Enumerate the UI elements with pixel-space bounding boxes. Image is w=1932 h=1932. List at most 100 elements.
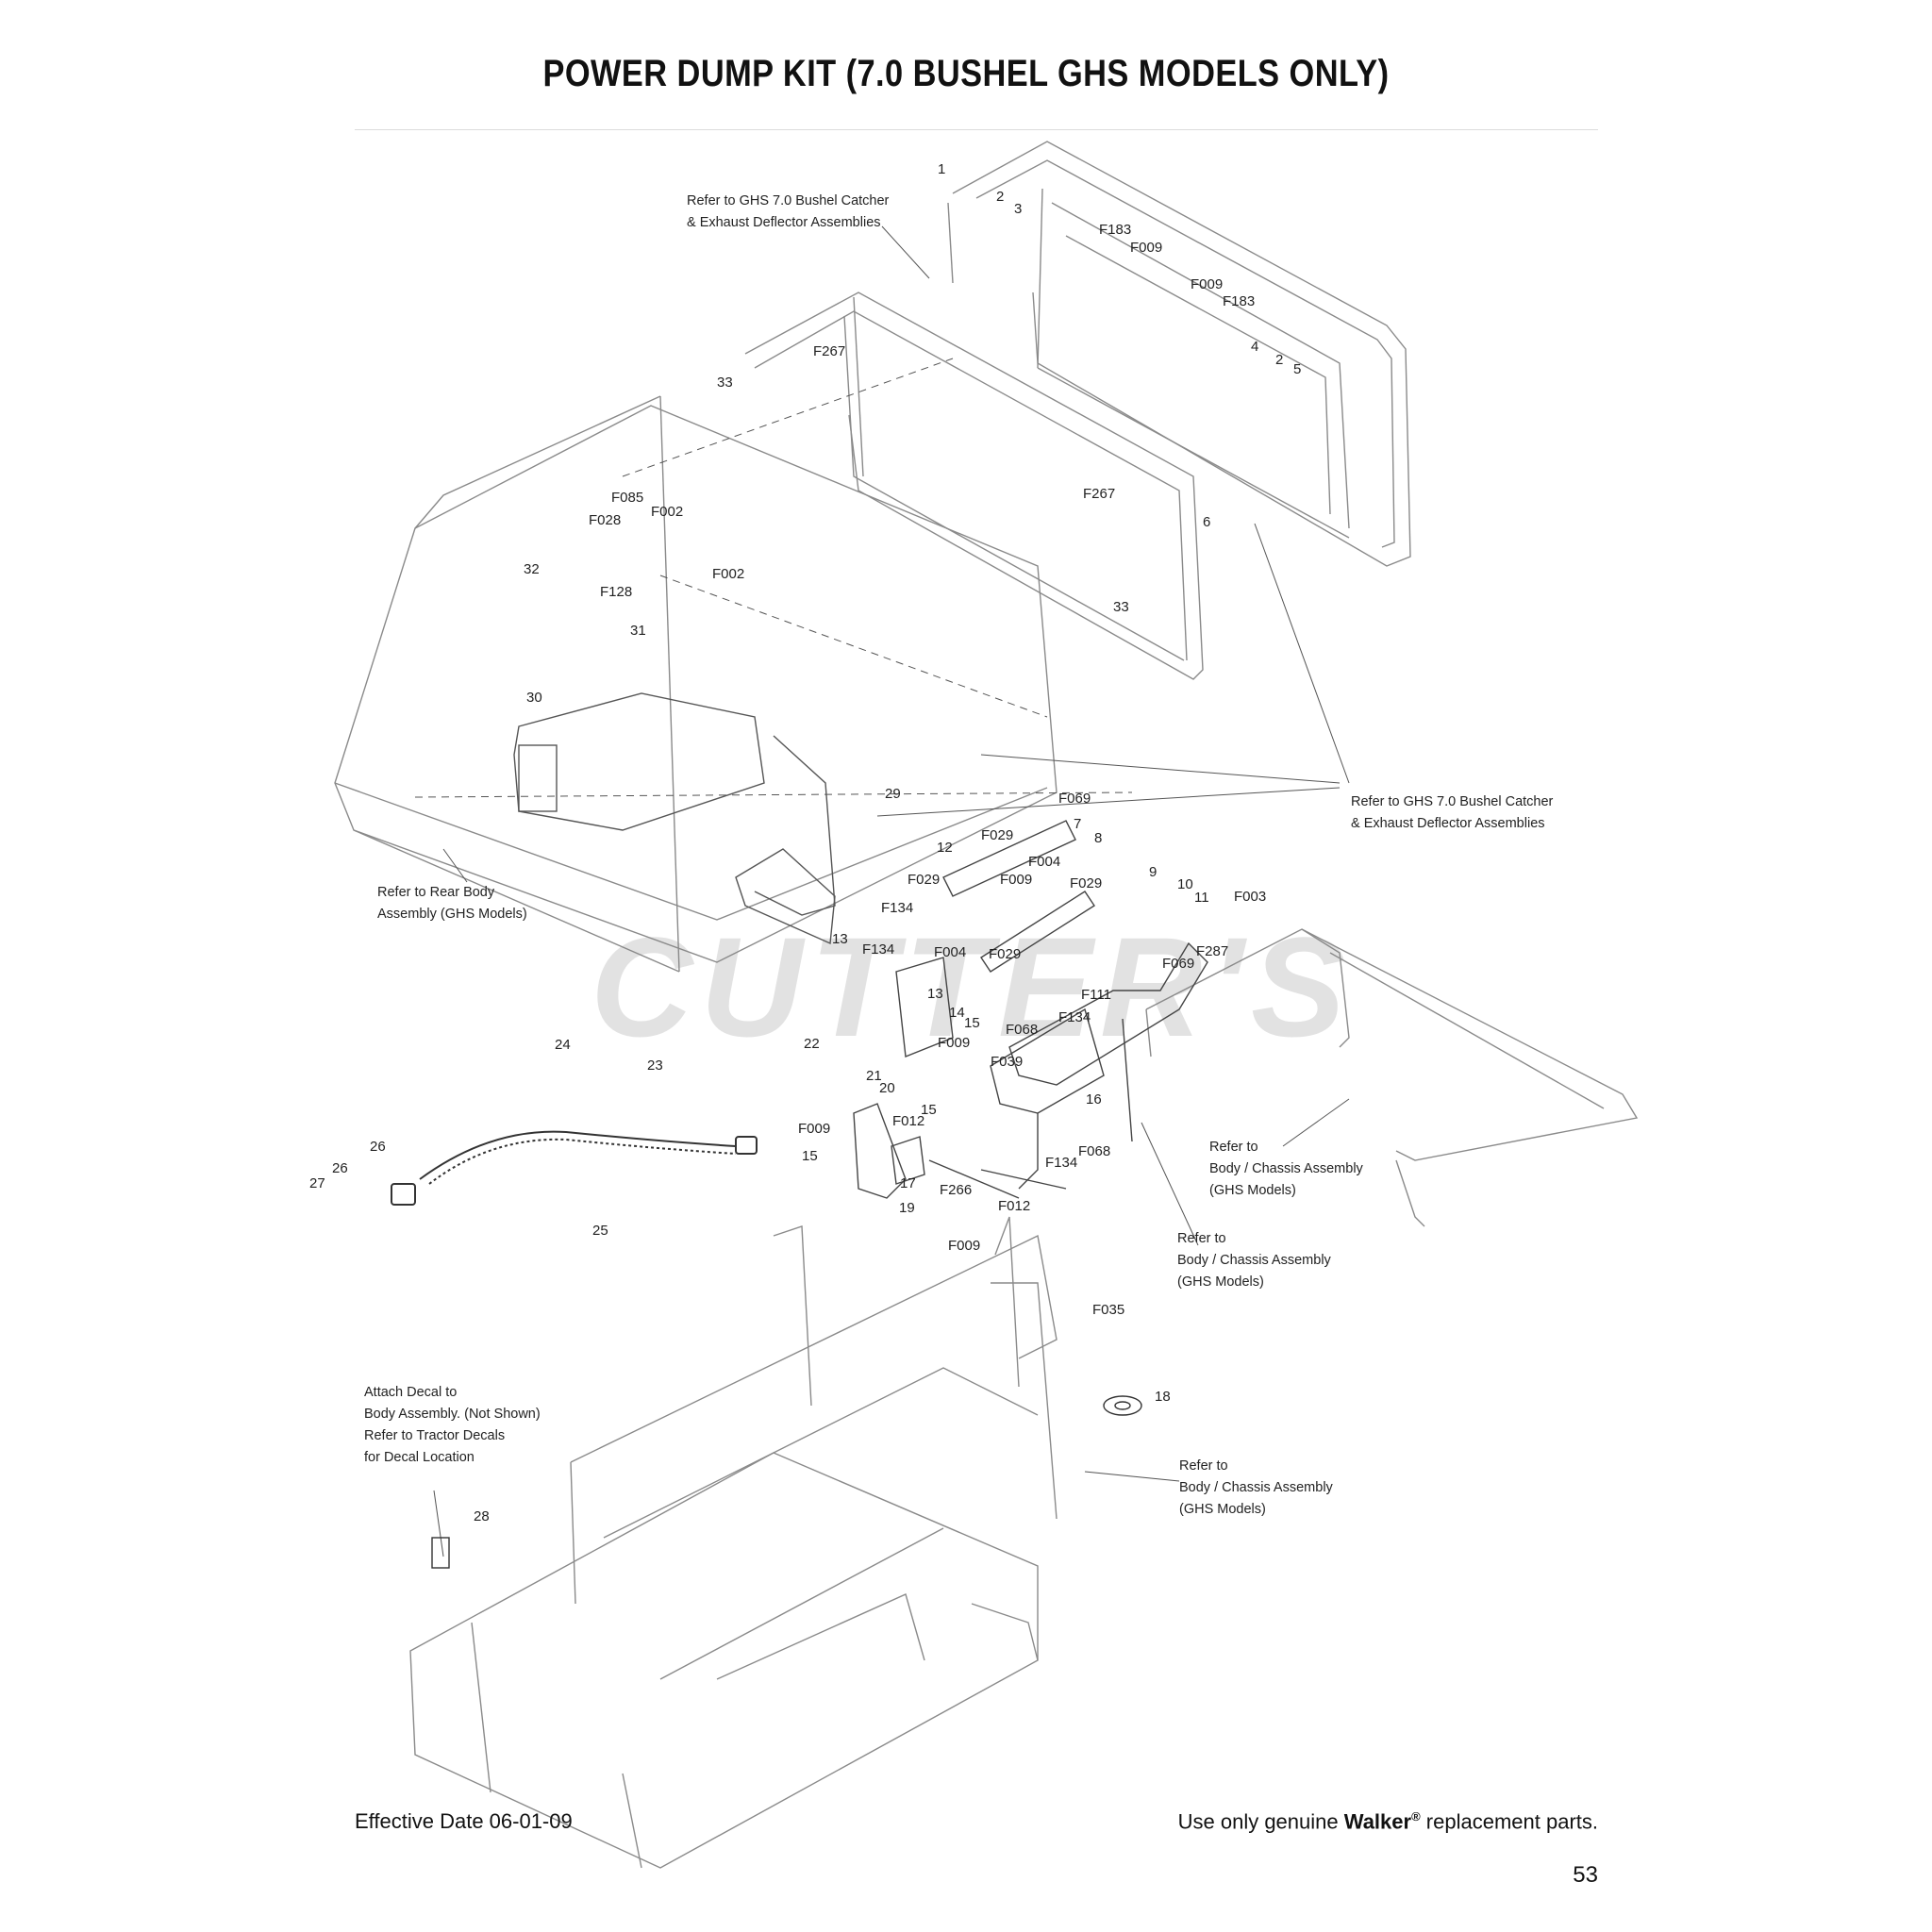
callout-f004: F004: [934, 944, 966, 960]
callout-f134: F134: [862, 941, 894, 958]
note-chassis-assembly: Refer to Body / Chassis Assembly (GHS Mo…: [1209, 1140, 1367, 1198]
callout-20: 20: [879, 1080, 895, 1096]
callout-f009: F009: [1000, 872, 1032, 888]
callout-13: 13: [927, 986, 943, 1002]
footer-text: Use only genuine: [1177, 1809, 1339, 1834]
callout-15: 15: [921, 1102, 937, 1118]
callout-f085: F085: [611, 490, 643, 506]
callout-f009: F009: [948, 1238, 980, 1254]
callout-19: 19: [899, 1200, 915, 1216]
wiring-harness: [391, 1130, 758, 1206]
callout-f002: F002: [712, 566, 744, 582]
callout-17: 17: [900, 1175, 916, 1191]
callout-f009: F009: [1130, 240, 1162, 256]
effective-date: Effective Date 06-01-09: [355, 1809, 573, 1833]
callout-f029: F029: [989, 946, 1021, 962]
callout-2: 2: [996, 189, 1004, 205]
callout-1: 1: [938, 161, 945, 177]
callout-f069: F069: [1058, 791, 1091, 807]
callout-6: 6: [1203, 514, 1210, 530]
note-chassis-assembly: Refer to Body / Chassis Assembly (GHS Mo…: [1177, 1231, 1335, 1290]
callout-f009: F009: [798, 1121, 830, 1137]
callout-f035: F035: [1092, 1302, 1124, 1318]
callout-10: 10: [1177, 876, 1193, 892]
callout-f003: F003: [1234, 889, 1266, 905]
footer-text: replacement parts.: [1425, 1809, 1598, 1834]
callout-f267: F267: [1083, 486, 1115, 502]
callout-f068: F068: [1078, 1143, 1110, 1159]
page-title: POWER DUMP KIT (7.0 BUSHEL GHS MODELS ON…: [542, 53, 1390, 94]
callout-f287: F287: [1196, 943, 1228, 959]
callout-f029: F029: [1070, 875, 1102, 891]
callout-f267: F267: [813, 343, 845, 359]
callout-15: 15: [802, 1148, 818, 1164]
callout-25: 25: [592, 1223, 608, 1239]
callout-5: 5: [1293, 361, 1301, 377]
callout-f111: F111: [1081, 987, 1111, 1003]
callout-32: 32: [524, 561, 540, 577]
callout-13: 13: [832, 931, 848, 947]
callout-f068: F068: [1006, 1022, 1038, 1038]
callout-11: 11: [1194, 890, 1209, 906]
callout-26: 26: [370, 1139, 386, 1155]
support-arm: [1145, 928, 1639, 1227]
callout-31: 31: [630, 623, 646, 639]
callout-18: 18: [1155, 1389, 1171, 1405]
callout-30: 30: [526, 690, 542, 706]
callout-14: 14: [949, 1005, 965, 1021]
callout-3: 3: [1014, 201, 1022, 217]
actuator-assembly: [895, 820, 1208, 1190]
callout-f029: F029: [981, 827, 1013, 843]
callout-26: 26: [332, 1160, 348, 1176]
callout-27: 27: [309, 1175, 325, 1191]
callout-f009: F009: [938, 1035, 970, 1051]
callout-f134: F134: [881, 900, 913, 916]
callout-33: 33: [1113, 599, 1129, 615]
note-catcher-top: Refer to GHS 7.0 Bushel Catcher & Exhaus…: [687, 193, 892, 230]
callout-22: 22: [804, 1036, 820, 1052]
part-29-panel: [735, 848, 836, 945]
callout-f266: F266: [940, 1182, 972, 1198]
watermark-logo: CUTTER'S: [591, 908, 1353, 1066]
leader-lines: [414, 225, 1350, 1557]
callout-f039: F039: [991, 1054, 1023, 1070]
callout-2: 2: [1275, 352, 1283, 368]
part-30-bracket: [513, 692, 836, 916]
page-number: 53: [1573, 1862, 1598, 1888]
callout-f134: F134: [1045, 1155, 1077, 1171]
callout-7: 7: [1074, 816, 1081, 832]
note-decal: Attach Decal to Body Assembly. (Not Show…: [364, 1385, 544, 1465]
genuine-parts-notice: Use only genuine Walker® replacement par…: [1178, 1809, 1598, 1834]
note-rear-body: Refer to Rear Body Assembly (GHS Models): [377, 885, 527, 922]
callout-21: 21: [866, 1068, 882, 1084]
title-divider: [355, 129, 1598, 130]
callout-8: 8: [1094, 830, 1102, 846]
callout-4: 4: [1251, 339, 1258, 355]
catcher-body: [334, 395, 1058, 973]
callout-9: 9: [1149, 864, 1157, 880]
callout-f183: F183: [1223, 293, 1255, 309]
callout-23: 23: [647, 1058, 663, 1074]
callout-f183: F183: [1099, 222, 1131, 238]
brand-name: Walker: [1343, 1809, 1412, 1834]
callout-f002: F002: [651, 504, 683, 520]
chassis-frame: [409, 1216, 1058, 1869]
callout-f004: F004: [1028, 854, 1060, 870]
lower-arm-parts: [853, 1103, 1067, 1199]
registered-mark: ®: [1411, 1809, 1421, 1824]
callout-f012: F012: [998, 1198, 1030, 1214]
callout-33: 33: [717, 375, 733, 391]
callout-24: 24: [555, 1037, 571, 1053]
note-catcher-right: Refer to GHS 7.0 Bushel Catcher & Exhaus…: [1351, 794, 1557, 831]
callout-f012: F012: [892, 1113, 924, 1129]
decal-28: [431, 1537, 450, 1569]
callout-12: 12: [937, 840, 953, 856]
callout-f069: F069: [1162, 956, 1194, 972]
callout-16: 16: [1086, 1091, 1102, 1108]
catcher-rear-frame: [947, 141, 1411, 567]
callout-29: 29: [885, 786, 901, 802]
callout-f134: F134: [1058, 1009, 1091, 1025]
callout-f028: F028: [589, 512, 621, 528]
callout-f128: F128: [600, 584, 632, 600]
